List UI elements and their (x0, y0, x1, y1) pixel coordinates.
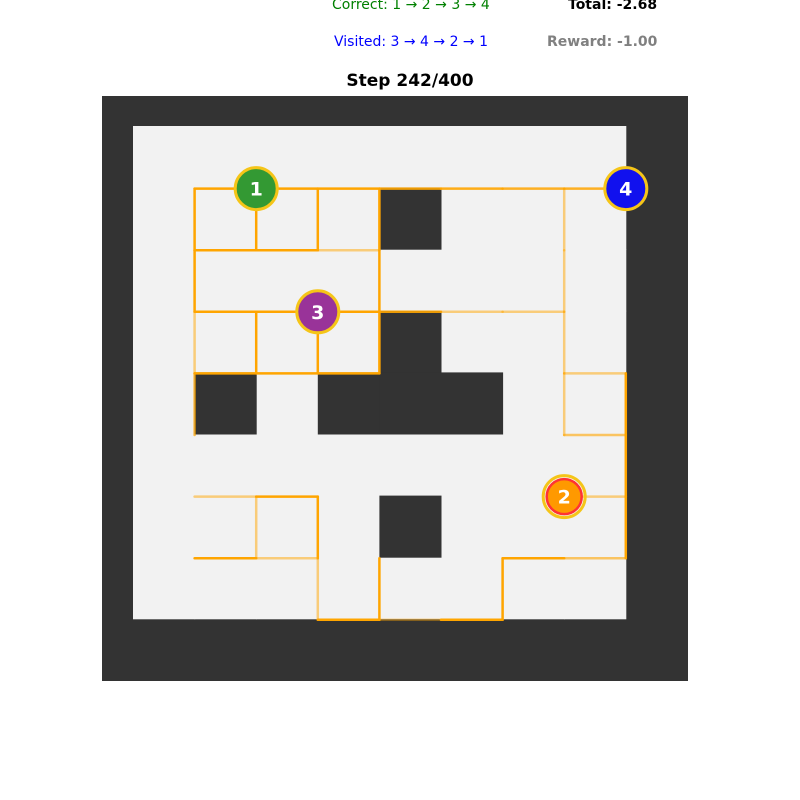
maze-canvas: 1 2 3 4 (133, 126, 649, 622)
floor-cell (379, 126, 442, 189)
floor-cell (502, 249, 565, 312)
floor-cell (133, 249, 196, 312)
floor-cell (194, 434, 257, 497)
floor-cell (317, 557, 380, 620)
floor-cell (133, 557, 196, 620)
floor-cell (317, 187, 380, 250)
floor-cell (502, 187, 565, 250)
floor-cell (133, 126, 196, 189)
floor-cell (317, 126, 380, 189)
floor-cell (256, 372, 319, 435)
wall-cell (379, 495, 442, 558)
floor-cell (317, 495, 380, 558)
floor-cell (194, 557, 257, 620)
waypoint-label: 1 (250, 179, 263, 201)
floor-cell (256, 557, 319, 620)
agent-icon (545, 477, 583, 516)
floor-cell (133, 310, 196, 373)
floor-cell (441, 557, 504, 620)
floor-cell (564, 310, 627, 373)
wall-cell (441, 372, 504, 435)
floor-cell (133, 372, 196, 435)
wall-cell (379, 187, 442, 250)
maze-board: 1 2 3 4 (102, 96, 688, 681)
floor-cell (133, 495, 196, 558)
floor-cell (133, 434, 196, 497)
floor-cell (133, 187, 196, 250)
wall-cell (194, 372, 257, 435)
floor-cell (441, 249, 504, 312)
floor-cell (564, 249, 627, 312)
floor-cell (502, 372, 565, 435)
floor-cell (564, 557, 627, 620)
floor-cell (441, 495, 504, 558)
wall-cell (379, 310, 442, 373)
visited-order-text: Visited: 3 → 4 → 2 → 1 (334, 34, 489, 50)
waypoint-4-icon (603, 166, 649, 212)
floor-cell (317, 434, 380, 497)
floor-cell (256, 495, 319, 558)
wall-cell (317, 372, 380, 435)
floor-cell (502, 310, 565, 373)
correct-order-text: Correct: 1 → 2 → 3 → 4 (332, 0, 490, 13)
floor-cell (379, 434, 442, 497)
waypoint-1-icon (233, 166, 279, 212)
waypoint-label: 4 (619, 179, 632, 201)
waypoint-label: 3 (311, 302, 324, 324)
total-reward-text: Total: -2.68 (568, 0, 658, 13)
floor-cell (564, 372, 627, 435)
step-counter: Step 242/400 (346, 71, 474, 91)
floor-cell (441, 187, 504, 250)
floor-cell (256, 434, 319, 497)
waypoint-label: 2 (558, 487, 571, 509)
floor-cell (194, 249, 257, 312)
floor-cell (379, 557, 442, 620)
floor-cell (194, 310, 257, 373)
wall-cell (379, 372, 442, 435)
floor-cell (502, 126, 565, 189)
floor-cell (441, 310, 504, 373)
waypoint-3-icon (295, 289, 341, 335)
floor-cell (441, 434, 504, 497)
agent-ring-icon (541, 474, 587, 520)
floor-cell (441, 126, 504, 189)
floor-cell (379, 249, 442, 312)
floor-cell (194, 495, 257, 558)
step-reward-text: Reward: -1.00 (547, 34, 658, 50)
floor-cell (502, 557, 565, 620)
